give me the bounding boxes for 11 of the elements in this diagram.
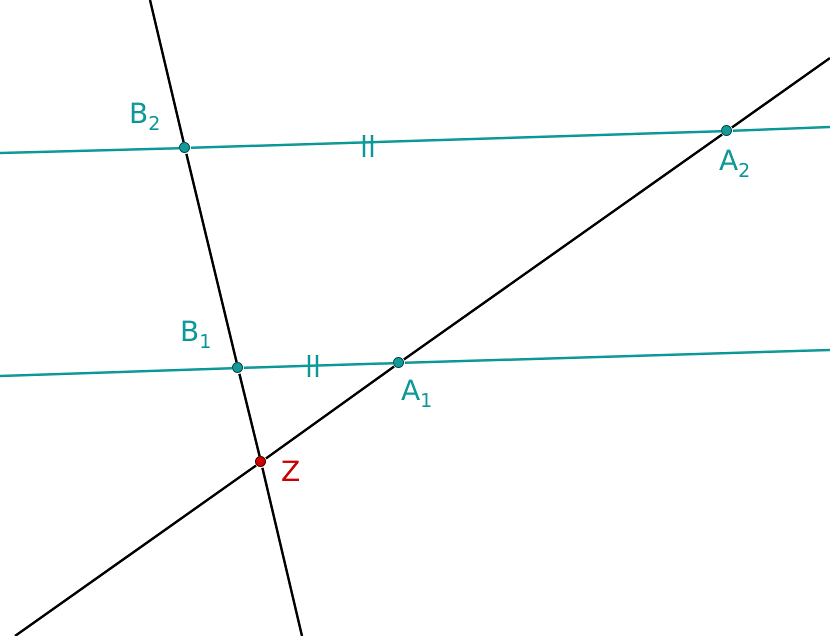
line-segment: [403, 133, 723, 361]
point-label: A$_{2}$: [719, 145, 750, 177]
point-label: Z: [281, 456, 300, 488]
line-segment: [244, 362, 394, 370]
point-label: B$_{1}$: [180, 316, 212, 348]
line-segment: [185, 154, 238, 362]
point-label: B$_{2}$: [129, 98, 160, 130]
point-label: A$_{1}$: [401, 375, 432, 407]
line-segment: [190, 130, 722, 150]
line-segment: [265, 365, 395, 460]
line-segment: [238, 374, 261, 456]
